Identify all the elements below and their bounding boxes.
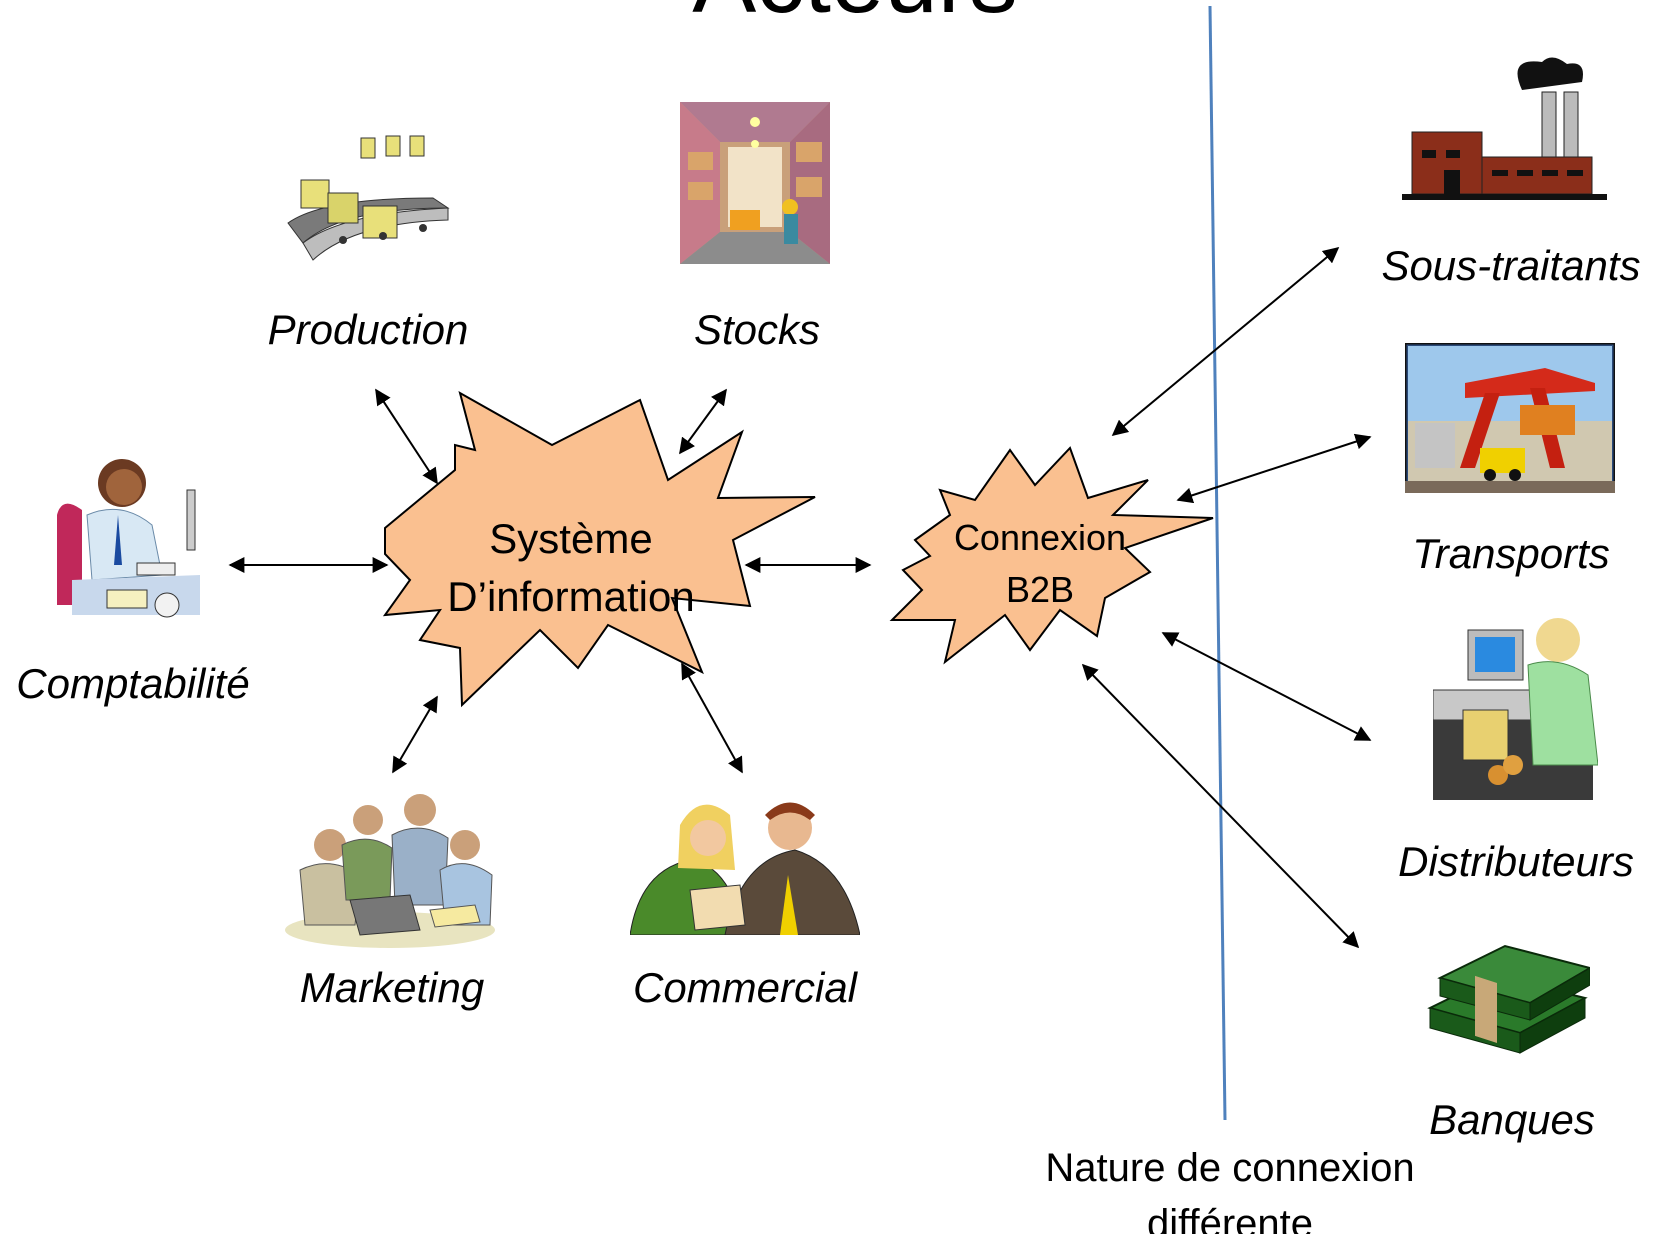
production-conveyor-icon [287,135,450,261]
distributeurs-cashier-icon [1433,618,1598,800]
label-production: Production [267,306,469,353]
arrow-commercial-si [681,662,743,774]
sous-traitants-factory-icon [1402,57,1607,200]
arrow-stocks-si [679,388,727,455]
comptabilite-person-icon [57,459,200,618]
boundary-note: Nature de connexion différente [1045,1146,1415,1234]
b2b-text: Connexion B2B [954,512,1126,616]
label-commercial: Commercial [632,964,858,1011]
arrow-b2b-banques [1081,663,1360,949]
b2b-line1: Connexion [953,517,1127,558]
label-stocks: Stocks [693,306,821,353]
systeme-information-burst [382,390,816,708]
label-sous-traitants: Sous-traitants [1381,242,1641,289]
boundary-line [1208,5,1227,1121]
label-comptabilite: Comptabilité [16,660,250,707]
systeme-information-text: Système D’information [447,510,694,626]
arrow-production-si [375,388,438,485]
systeme-information-line1: Système [489,515,653,562]
page-title: Acteurs [0,0,1654,28]
stocks-warehouse-icon [680,102,830,264]
arrow-b2b-distributeurs [1161,632,1372,741]
transports-crane-icon [1405,343,1615,493]
systeme-information-line2: D’information [447,573,695,620]
commercial-people-icon [630,802,860,935]
label-banques: Banques [1429,1096,1595,1143]
marketing-team-icon [285,794,495,948]
label-transports: Transports [1412,530,1610,577]
arrow-b2b-transports [1176,433,1372,504]
label-distributeurs: Distributeurs [1398,838,1634,885]
b2b-burst [889,446,1214,665]
banques-money-icon [1427,944,1590,1054]
arrow-marketing-si [392,695,438,774]
b2b-line2: B2B [1005,569,1075,610]
arrow-b2b-sous-traitants [1111,246,1340,437]
label-marketing: Marketing [299,964,485,1011]
